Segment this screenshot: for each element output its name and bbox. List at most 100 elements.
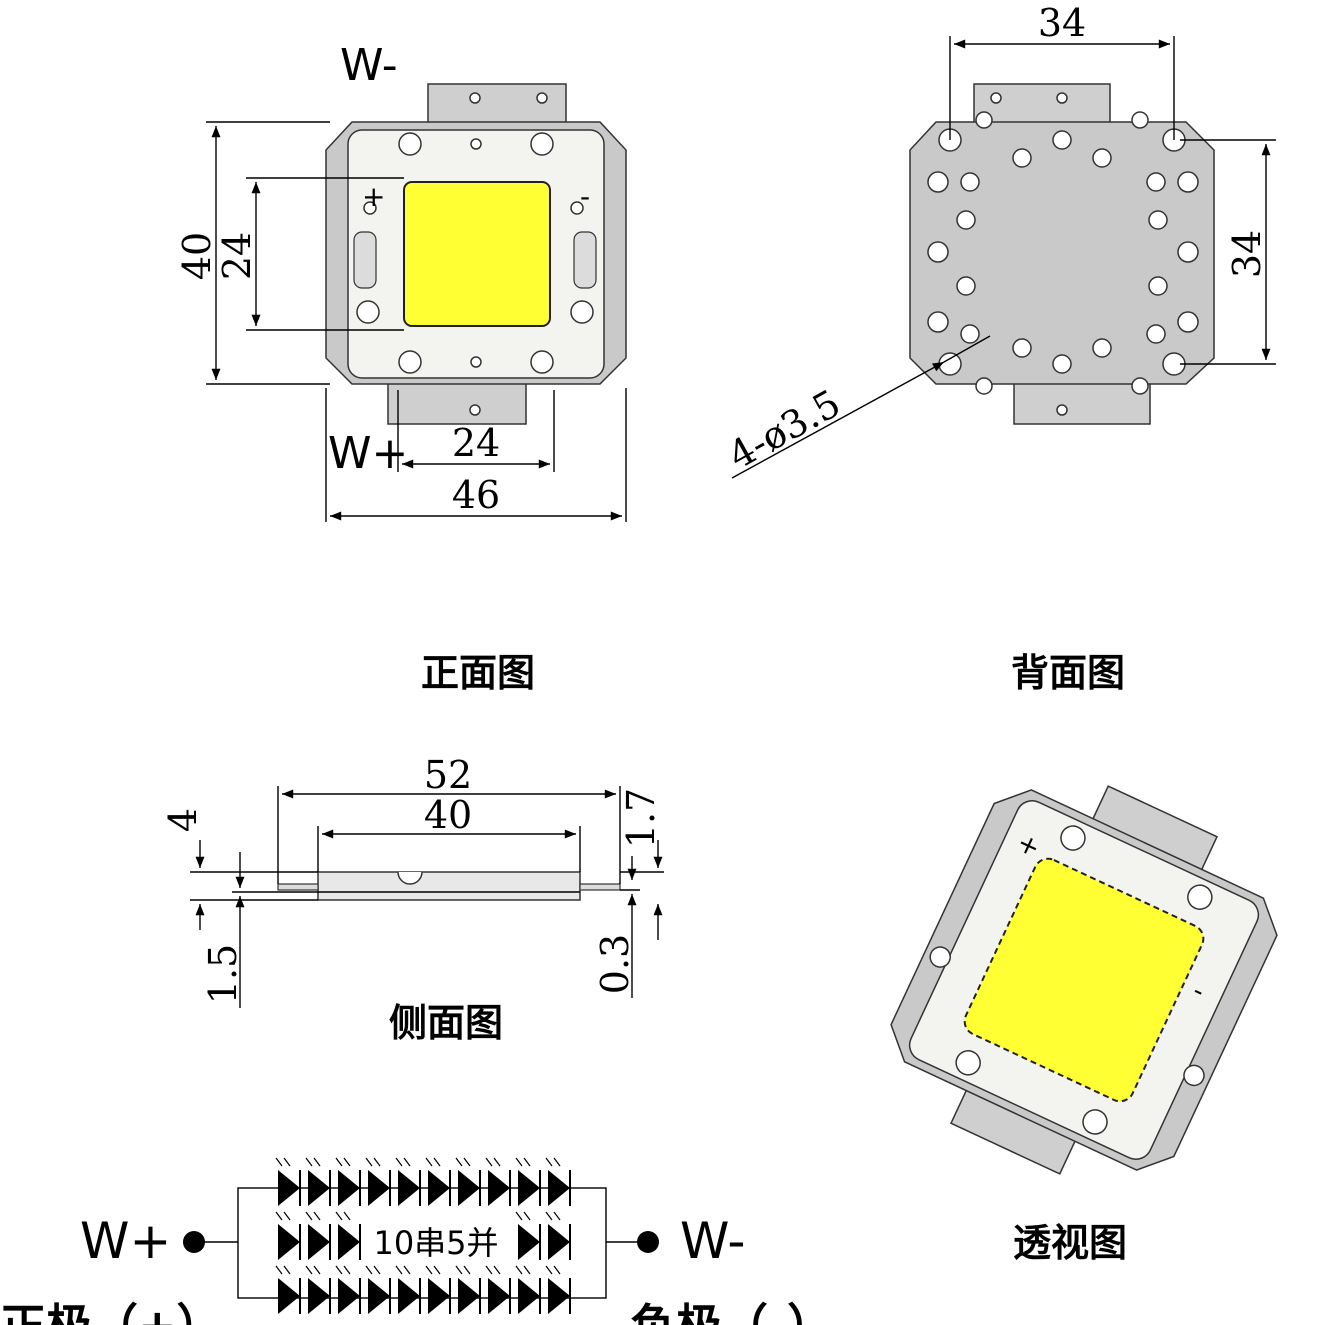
- front-left-slot: [353, 231, 377, 289]
- back-hole: [938, 352, 962, 376]
- back-holes: [927, 111, 1199, 395]
- diode-symbol: [368, 1170, 390, 1206]
- persp-hole: [1060, 825, 1086, 851]
- diode-symbol: [308, 1278, 330, 1314]
- circuit-config-label: 10串5并: [373, 1224, 498, 1262]
- diode-symbol: [488, 1278, 510, 1314]
- back-top-tab: [973, 83, 1111, 129]
- back-hole: [1177, 171, 1199, 193]
- back-hole: [1148, 210, 1168, 230]
- diode-symbol: [338, 1278, 360, 1314]
- back-hole: [1148, 276, 1168, 296]
- side-lead-left: [277, 883, 319, 891]
- back-hole: [927, 241, 949, 263]
- front-view: + - W- W+ 40 24 24 46 正面图: [175, 40, 627, 695]
- circuit-diagram: 10串5并 W+ W- 正极（+） 负极（-）: [0, 1157, 833, 1325]
- diode-symbol: [428, 1170, 450, 1206]
- front-tab-hole: [469, 92, 481, 104]
- diode-symbol: [548, 1278, 570, 1314]
- diode-symbol: [488, 1170, 510, 1206]
- diode-symbol: [518, 1278, 540, 1314]
- diode-symbol: [278, 1170, 300, 1206]
- front-mount-hole: [398, 132, 422, 156]
- diode-symbol: [458, 1278, 480, 1314]
- circuit-negative-text: 负极（-）: [630, 1299, 833, 1325]
- front-bottom-tab: [387, 379, 527, 425]
- front-led-chip: [403, 181, 551, 327]
- persp-hole: [929, 946, 951, 968]
- back-hole: [975, 111, 993, 129]
- back-tab-hole: [990, 92, 1002, 104]
- front-mount-hole: [398, 350, 422, 374]
- diode-symbol: [548, 1170, 570, 1206]
- back-hole: [1052, 354, 1072, 374]
- front-view-caption: 正面图: [421, 651, 535, 695]
- circuit-positive-text: 正极（+）: [0, 1299, 223, 1325]
- front-small-hole: [470, 138, 482, 150]
- back-hole: [1131, 377, 1149, 395]
- circuit-node-positive: [183, 1231, 205, 1253]
- back-hole: [960, 324, 980, 344]
- diode-symbol: [338, 1170, 360, 1206]
- side-dim-base: 1.5: [201, 944, 245, 1004]
- back-hole: [1177, 241, 1199, 263]
- back-hole: [927, 171, 949, 193]
- circuit-pin-w-plus: W+: [80, 1212, 171, 1270]
- back-hole: [960, 172, 980, 192]
- back-view: 34 34 4-ø3.5 背面图: [721, 1, 1276, 695]
- persp-hole: [1183, 1064, 1205, 1087]
- diode-symbol: [518, 1224, 540, 1260]
- back-dim-holes: 4-ø3.5: [721, 381, 848, 478]
- back-hole: [1146, 324, 1166, 344]
- side-view: 52 40 4 1.5 1.7 0.3 侧面图: [161, 753, 664, 1045]
- back-hole: [1012, 148, 1032, 168]
- side-dim-lead-thickness: 0.3: [593, 934, 637, 994]
- back-hole: [1131, 111, 1149, 129]
- persp-hole: [1187, 884, 1213, 910]
- diode-symbol: [338, 1224, 360, 1260]
- diode-symbol: [518, 1170, 540, 1206]
- circuit-parallel-frame: [237, 1187, 607, 1299]
- diode-symbol: [398, 1278, 420, 1314]
- front-dim-width-outer: 46: [452, 473, 500, 517]
- front-small-hole: [470, 356, 482, 368]
- side-dim-total: 52: [424, 753, 472, 797]
- front-mount-hole: [356, 300, 380, 324]
- front-plus-mark: +: [362, 180, 385, 213]
- front-pin-w-minus: W-: [340, 40, 398, 91]
- back-hole: [1146, 172, 1166, 192]
- front-tab-hole: [536, 92, 548, 104]
- side-body: [317, 871, 581, 901]
- front-small-hole: [363, 201, 377, 215]
- back-hole: [975, 377, 993, 395]
- back-hole: [956, 276, 976, 296]
- front-pin-w-plus: W+: [328, 428, 408, 479]
- diode-symbol: [428, 1278, 450, 1314]
- persp-hole: [955, 1050, 981, 1076]
- diode-symbol: [278, 1224, 300, 1260]
- back-dim-right: 34: [1225, 230, 1269, 278]
- front-mount-hole: [570, 300, 594, 324]
- circuit-node-negative: [637, 1231, 659, 1253]
- back-hole: [1092, 338, 1112, 358]
- front-dim-height-outer: 40: [175, 232, 219, 280]
- back-hole: [1177, 311, 1199, 333]
- diode-symbol: [278, 1278, 300, 1314]
- side-view-caption: 侧面图: [389, 1001, 503, 1045]
- persp-hole: [1082, 1109, 1108, 1135]
- circuit-pin-w-minus: W-: [680, 1212, 745, 1270]
- front-minus-mark: -: [580, 180, 590, 213]
- diode-symbol: [308, 1224, 330, 1260]
- front-small-hole: [570, 201, 584, 215]
- front-right-slot: [573, 231, 597, 289]
- persp-led-chip: [963, 857, 1205, 1103]
- circuit-diode-array: [275, 1157, 571, 1314]
- diode-symbol: [368, 1278, 390, 1314]
- side-lead-right: [579, 883, 621, 891]
- diode-symbol: [458, 1170, 480, 1206]
- perspective-view: + -: [890, 785, 1278, 1175]
- front-dim-height-inner: 24: [215, 232, 259, 280]
- perspective-caption: 透视图: [1013, 1221, 1127, 1265]
- side-dim-height: 4: [161, 808, 205, 832]
